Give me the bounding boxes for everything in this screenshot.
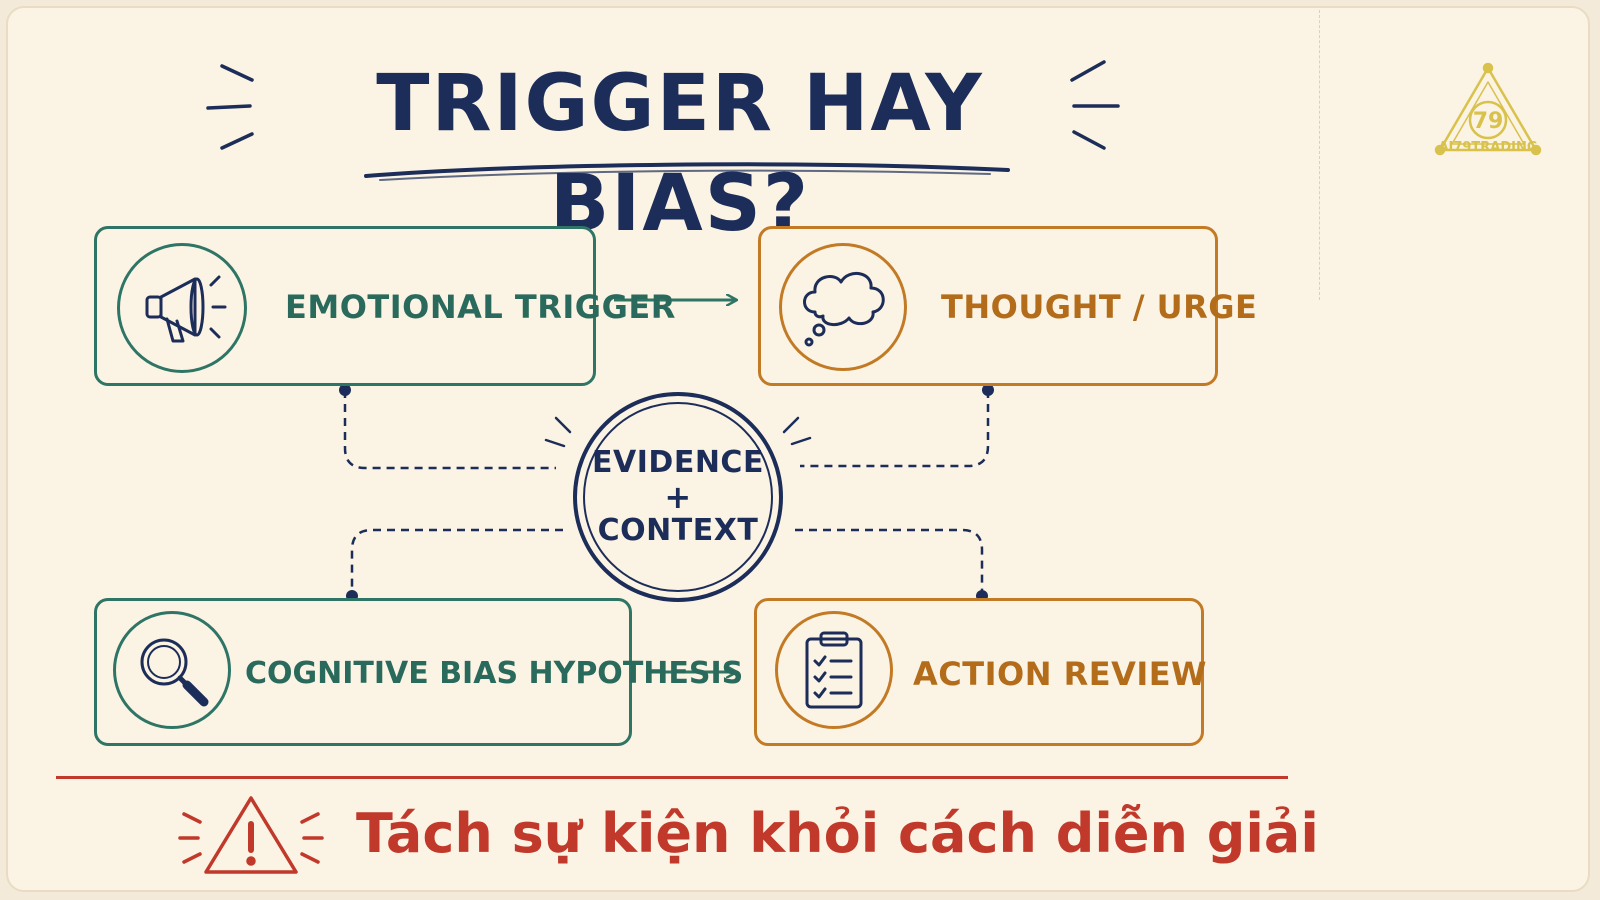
thought-cloud-icon (779, 243, 907, 371)
dashed-link-evidence-action (795, 528, 984, 594)
footer-takeaway: Tách sự kiện khỏi cách diễn giải (356, 802, 1319, 865)
brand-logo-icon: 79 (1434, 62, 1542, 156)
connector-dot (339, 384, 351, 396)
warning-triangle-icon (178, 796, 324, 874)
brand-logo-text: AI79TRADING (1438, 140, 1538, 155)
node-label: EMOTIONAL TRIGGER (285, 288, 676, 326)
title-underline (379, 169, 991, 181)
title-accent-line (220, 64, 254, 82)
title-accent-line (1070, 60, 1106, 82)
dashed-link-trigger-evidence (343, 390, 556, 470)
title-accent-line (1072, 130, 1106, 150)
node-emotional-trigger: EMOTIONAL TRIGGER (94, 226, 675, 386)
evidence-context-hub: EVIDENCE + CONTEXT (573, 392, 783, 602)
hub-label-line2: CONTEXT (597, 513, 759, 548)
title-accent-line (206, 104, 252, 110)
node-cognitive-bias-hypothesis: COGNITIVE BIAS HYPOTHESIS (94, 598, 743, 746)
node-label: ACTION REVIEW (913, 655, 1207, 693)
title-underline (364, 162, 1010, 178)
clipboard-checklist-icon (775, 611, 893, 729)
margin-divider (1319, 10, 1320, 300)
logo-mark: 79 (1473, 109, 1504, 134)
center-accent-line (554, 416, 572, 434)
center-accent-line (790, 436, 812, 446)
node-action-review: ACTION REVIEW (754, 598, 1207, 746)
title-accent-line (220, 132, 254, 150)
magnifier-icon (113, 611, 231, 729)
connector-dot (982, 384, 994, 396)
dashed-link-evidence-bias (350, 528, 563, 594)
node-label: THOUGHT / URGE (941, 288, 1258, 326)
node-thought-urge: THOUGHT / URGE (758, 226, 1257, 386)
hub-plus: + (664, 478, 692, 516)
node-label: COGNITIVE BIAS HYPOTHESIS (245, 656, 744, 691)
dashed-link-thought-evidence (800, 390, 990, 468)
center-accent-line (544, 438, 566, 448)
center-accent-line (782, 416, 800, 434)
megaphone-icon (117, 243, 247, 373)
footer-divider (56, 776, 1288, 779)
hub-label-line1: EVIDENCE (592, 445, 764, 480)
